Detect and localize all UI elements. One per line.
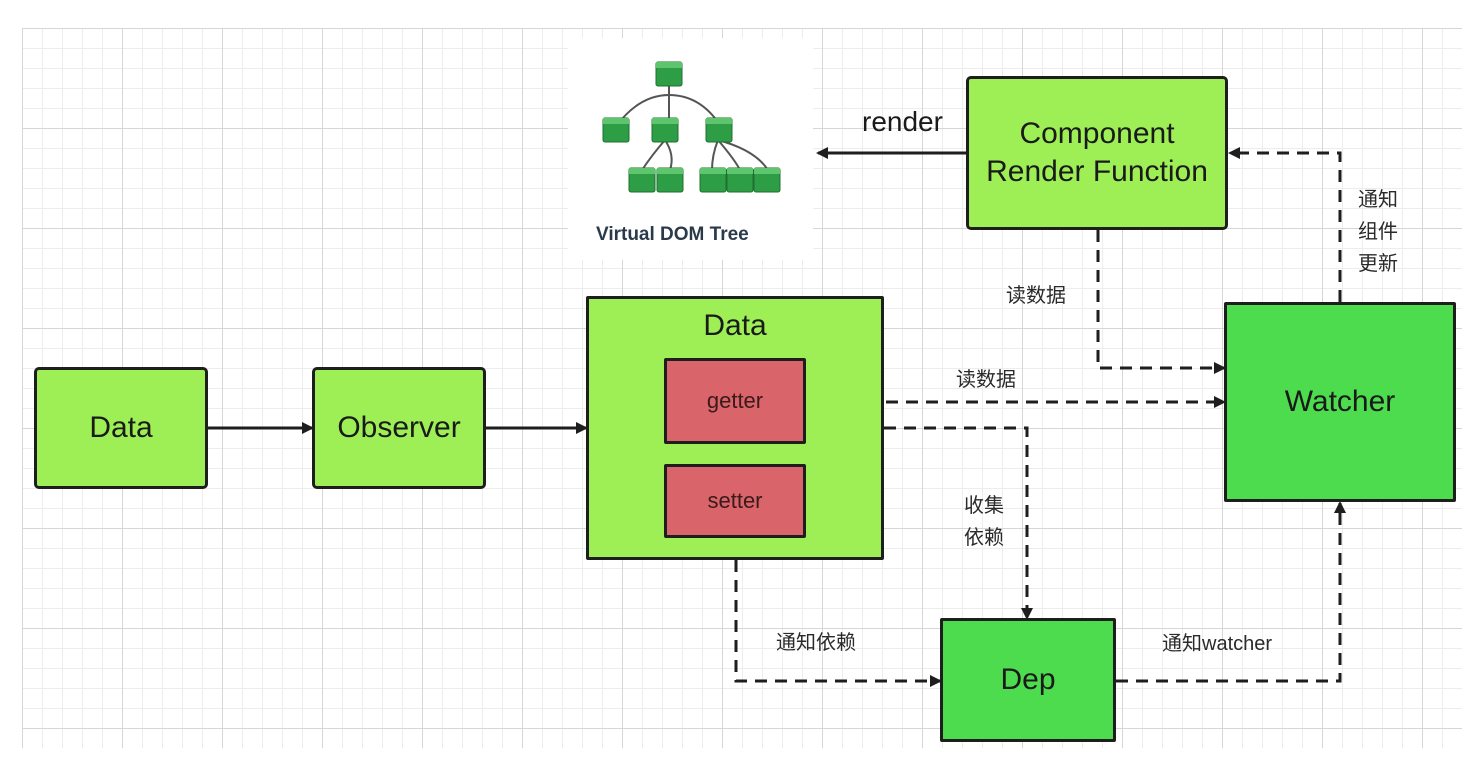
- getter-label: getter: [706, 388, 764, 413]
- virtual-dom-tree-icon: [602, 61, 781, 193]
- edge-notify-watcher: [1116, 501, 1346, 683]
- edge-notify-deps: [734, 560, 942, 687]
- watcher-label: Watcher: [1284, 385, 1396, 418]
- data-left-node: Data: [34, 367, 208, 489]
- virtual-dom-panel: [568, 38, 813, 260]
- read-data-getter-label: 读数据: [956, 369, 1016, 391]
- setter-label: setter: [707, 488, 763, 513]
- edge-collect-deps: [884, 426, 1033, 620]
- data-left-label: Data: [89, 411, 153, 444]
- edge-component-read-data: [1096, 230, 1226, 374]
- setter-node: setter: [664, 464, 806, 538]
- read-data-component-label: 读数据: [1006, 285, 1066, 307]
- watcher-node: Watcher: [1224, 302, 1456, 502]
- render-edge-label: render: [862, 106, 943, 137]
- observer-node: Observer: [312, 367, 486, 489]
- getter-node: getter: [664, 358, 806, 444]
- data-main-title: Data: [703, 309, 767, 342]
- component-render-function-node: Component Render Function: [966, 76, 1228, 230]
- edge-notify-component-update: [1228, 147, 1342, 302]
- dep-node: Dep: [940, 618, 1116, 742]
- notify-deps-label: 通知依赖: [776, 632, 856, 654]
- dep-label: Dep: [1000, 663, 1056, 696]
- virtual-dom-caption: Virtual DOM Tree: [596, 224, 749, 245]
- observer-label: Observer: [337, 411, 461, 444]
- notify-watcher-label: 通知watcher: [1162, 633, 1273, 655]
- collect-deps-label: 收集依赖: [964, 495, 1004, 549]
- component-render-function-label: Component Render Function: [986, 117, 1208, 188]
- notify-component-update-label: 通知组件更新: [1358, 189, 1398, 275]
